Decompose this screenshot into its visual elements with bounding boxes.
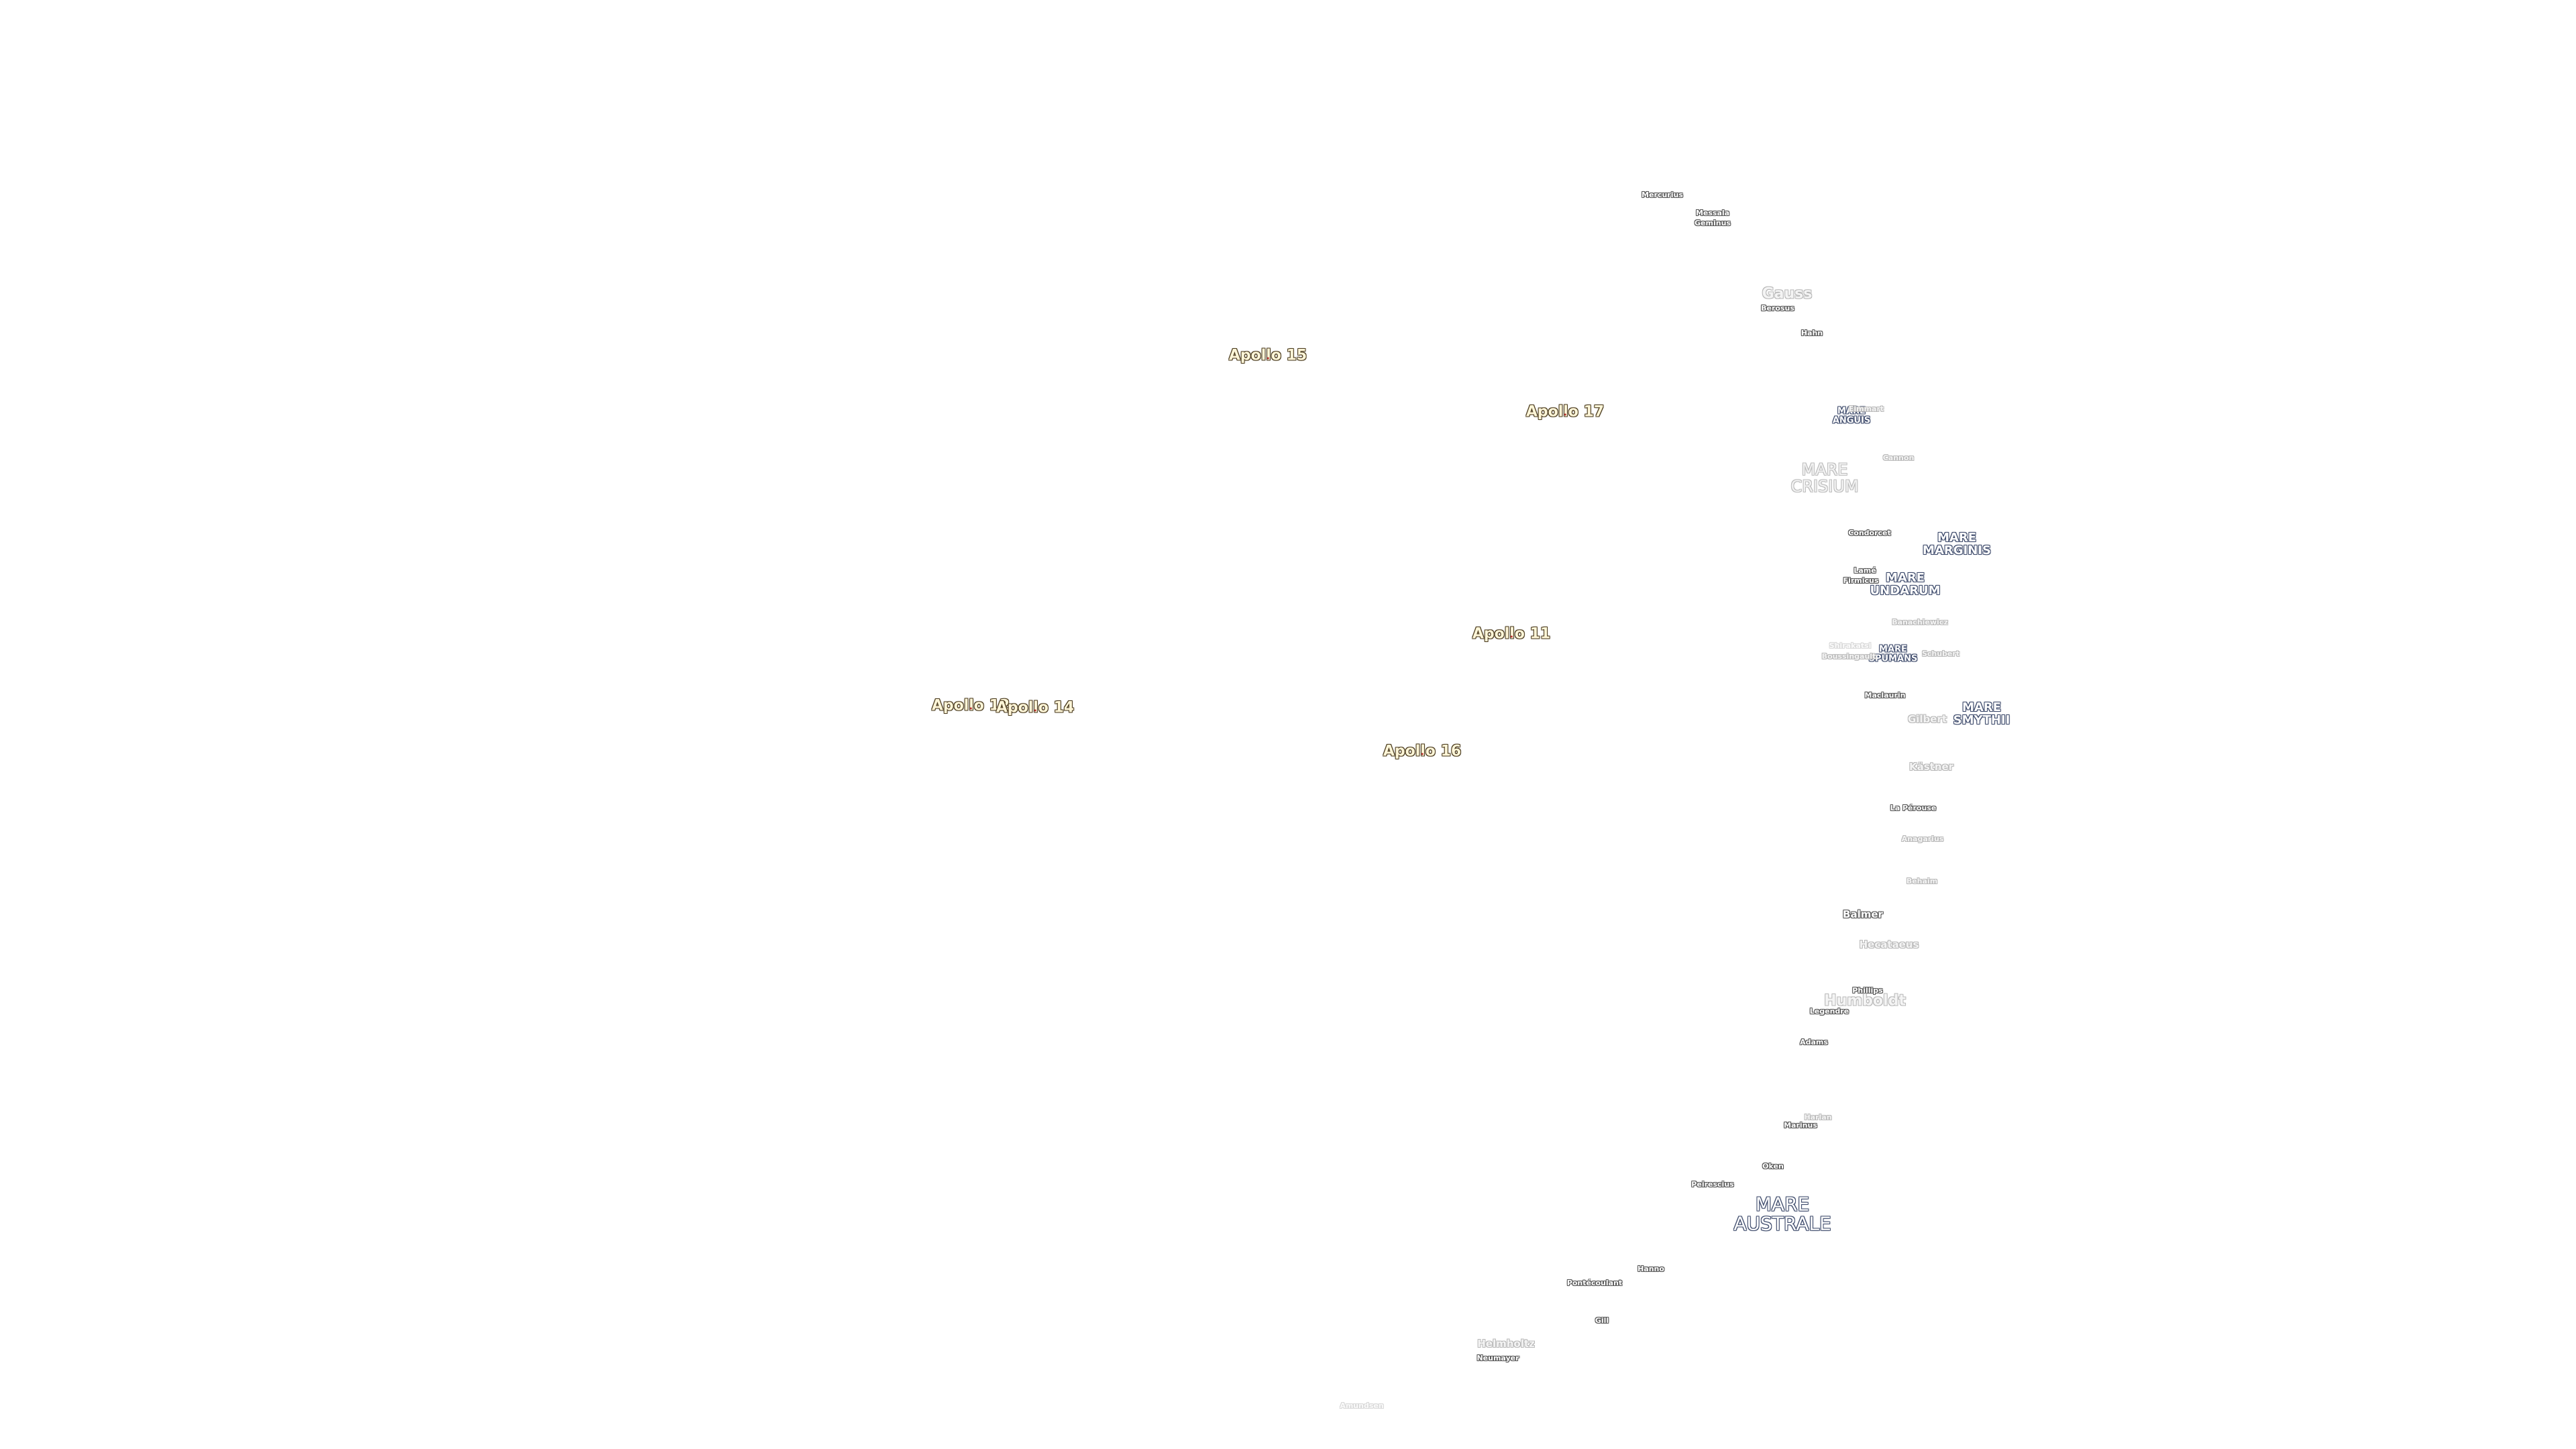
- crater-firmicus-label[interactable]: Firmicus: [1843, 576, 1879, 586]
- crater-boussingault-label[interactable]: Boussingault: [1821, 652, 1876, 661]
- crater-cannon-label[interactable]: Cannon: [1882, 453, 1915, 463]
- crater-messala-label[interactable]: Messala: [1695, 209, 1730, 218]
- crater-gill-label[interactable]: Gill: [1595, 1316, 1609, 1326]
- crater-lame-label[interactable]: Lamé: [1854, 566, 1876, 576]
- crater-anagarius-label[interactable]: Anagarius: [1901, 835, 1944, 844]
- apollo-16-label[interactable]: Apollo 16: [1383, 743, 1462, 760]
- crater-marinus-label[interactable]: Marinus: [1784, 1121, 1817, 1130]
- crater-condorcet-label[interactable]: Condorcet: [1848, 529, 1891, 538]
- crater-mercurius-label[interactable]: Mercurius: [1642, 191, 1683, 200]
- crater-adams-label[interactable]: Adams: [1800, 1038, 1828, 1047]
- crater-berosus-label[interactable]: Berosus: [1761, 304, 1794, 313]
- crater-harlan-label[interactable]: Harlan: [1804, 1113, 1832, 1122]
- crater-banachiewicz-label[interactable]: Banachiewicz: [1892, 618, 1948, 627]
- crater-peirescius-label[interactable]: Peirescius: [1691, 1180, 1734, 1189]
- mare-crisium-label[interactable]: MARE CRISIUM: [1790, 460, 1859, 496]
- crater-shirakatsi-label[interactable]: Shirakatsi: [1829, 641, 1872, 651]
- crater-balmer-label[interactable]: Balmer: [1843, 908, 1883, 921]
- apollo-12-marker: [969, 707, 972, 710]
- crater-hanno-label[interactable]: Hanno: [1638, 1265, 1664, 1274]
- crater-maclaurin-label[interactable]: Maclaurin: [1864, 691, 1906, 700]
- apollo-15-label[interactable]: Apollo 15: [1228, 347, 1307, 364]
- mare-australe-label[interactable]: MARE AUSTRALE: [1733, 1193, 1831, 1235]
- apollo-11-label[interactable]: Apollo 11: [1472, 625, 1551, 643]
- apollo-11-marker: [1510, 635, 1513, 638]
- crater-geminus-label[interactable]: Geminus: [1695, 219, 1731, 228]
- crater-legendre-label[interactable]: Legendre: [1809, 1007, 1849, 1016]
- crater-oken-label[interactable]: Oken: [1762, 1162, 1784, 1171]
- crater-behaim-label[interactable]: Behaim: [1906, 877, 1938, 886]
- crater-kastner-label[interactable]: Kästner: [1909, 761, 1954, 773]
- crater-gauss-label[interactable]: Gauss: [1762, 285, 1813, 303]
- crater-phillips-label[interactable]: Phillips: [1852, 986, 1883, 996]
- mare-anguis-label[interactable]: MARE ANGUIS: [1832, 406, 1871, 425]
- crater-humboldt-label[interactable]: Humboldt: [1824, 992, 1906, 1010]
- apollo-17-label[interactable]: Apollo 17: [1525, 403, 1605, 421]
- mare-spumans-label[interactable]: MARE SPUMANS: [1868, 644, 1918, 663]
- apollo-15-marker: [1267, 357, 1269, 360]
- crater-eimmart-label[interactable]: Eimmart: [1848, 405, 1884, 414]
- crater-gilbert-label[interactable]: Gilbert: [1907, 713, 1947, 726]
- crater-hecataeus-label[interactable]: Hecataeus: [1859, 938, 1919, 951]
- mare-smythii-label[interactable]: MARE SMYTHII: [1953, 700, 2010, 727]
- mare-undarum-label[interactable]: MARE UNDARUM: [1870, 571, 1941, 598]
- crater-pontecoulant-label[interactable]: Pontécoulant: [1566, 1279, 1623, 1288]
- crater-schubert-label[interactable]: Schubert: [1921, 649, 1960, 659]
- crater-amundsen-label[interactable]: Amundsen: [1340, 1401, 1384, 1411]
- mare-marginis-label[interactable]: MARE MARGINIS: [1923, 531, 1991, 557]
- crater-hahn-label[interactable]: Hahn: [1801, 329, 1823, 338]
- apollo-12-label[interactable]: Apollo 12: [931, 697, 1010, 714]
- apollo-17-marker: [1564, 413, 1566, 416]
- crater-helmholtz-label[interactable]: Helmholtz: [1477, 1338, 1535, 1350]
- crater-la-perouse-label[interactable]: La Pérouse: [1890, 804, 1937, 813]
- crater-neumayer-label[interactable]: Neumayer: [1477, 1354, 1519, 1363]
- apollo-14-label[interactable]: Apollo 14: [996, 699, 1075, 716]
- apollo-14-marker: [1034, 709, 1036, 712]
- apollo-16-marker: [1421, 753, 1424, 755]
